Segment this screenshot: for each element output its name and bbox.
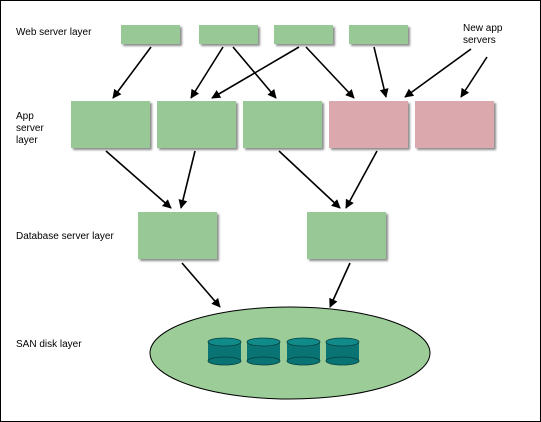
arrow-app3-db2 (278, 150, 341, 209)
web-server-layer-label: Web server layer (16, 27, 92, 38)
database-server-2 (307, 212, 386, 259)
san-disks (207, 337, 360, 366)
web-server-1 (121, 25, 180, 44)
san-disk-layer-label: SAN disk layer (16, 339, 82, 350)
arrow-app1-db1 (105, 150, 172, 209)
web-server-3 (274, 25, 333, 44)
arrow-db1-san (181, 262, 221, 308)
new-app-servers-annotation: New app servers (463, 23, 503, 46)
arrow-web3-newapp1 (305, 46, 355, 99)
connection-arrows (105, 46, 488, 308)
arrow-web4-newapp1 (373, 46, 389, 98)
app-server-layer-label: App server layer (16, 111, 44, 146)
arrow-web1-app1 (112, 46, 152, 99)
app-server-1 (71, 101, 150, 148)
disk-3 (286, 337, 321, 366)
app-server-2 (157, 101, 236, 148)
database-server-layer-label: Database server layer (16, 231, 114, 242)
arrow-web2-app2 (190, 46, 224, 99)
new-app-server-2 (415, 101, 494, 148)
database-server-1 (138, 212, 217, 259)
arrow-app2-db1 (178, 150, 196, 209)
disk-2 (246, 337, 281, 366)
arrow-newapp1-db2 (345, 150, 378, 209)
disk-1 (207, 337, 242, 366)
new-app-server-1 (329, 101, 408, 148)
web-server-4 (349, 25, 408, 44)
app-server-3 (243, 101, 322, 148)
arrow-note-newapp2 (460, 56, 488, 98)
arrow-db2-san (329, 262, 351, 308)
disk-4 (325, 337, 360, 366)
arrow-web3-app2 (211, 46, 300, 99)
web-server-2 (199, 25, 258, 44)
arrow-note-newapp1 (404, 48, 472, 98)
